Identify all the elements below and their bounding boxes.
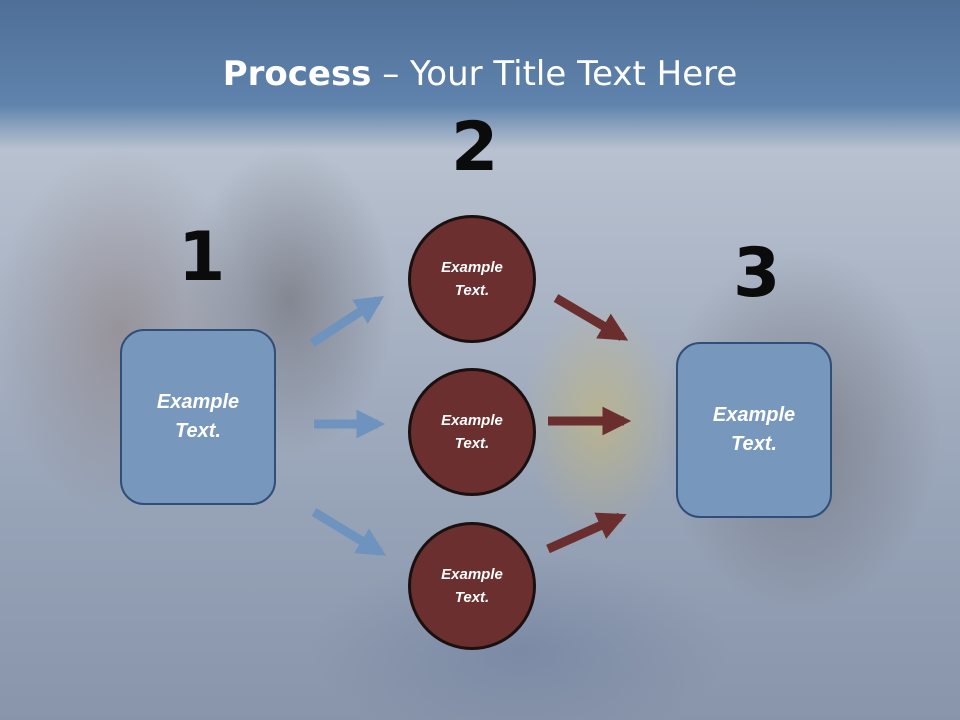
- step-2-circle-bottom[interactable]: Example Text.: [408, 522, 536, 650]
- title-rest: – Your Title Text Here: [371, 54, 738, 94]
- arrow-top-to-3: [553, 294, 629, 341]
- step-2-circle-middle[interactable]: Example Text.: [408, 368, 536, 496]
- step-3-text-line2: Text.: [731, 433, 777, 455]
- step-number-2: 2: [451, 108, 499, 187]
- step-number-1: 1: [178, 218, 226, 297]
- arrow-1-to-top: [309, 296, 385, 347]
- circle-bottom-text-line2: Text.: [454, 589, 490, 606]
- circle-top-text-line2: Text.: [454, 282, 490, 299]
- step-1-text-line1: Example: [156, 391, 240, 413]
- step-number-3: 3: [733, 234, 781, 313]
- title-bold: Process: [222, 54, 372, 94]
- circle-middle-text-line1: Example: [441, 412, 503, 429]
- step-3-text-line1: Example: [712, 404, 796, 426]
- circle-bottom-text-line1: Example: [441, 566, 503, 583]
- step-3-box[interactable]: Example Text.: [676, 342, 832, 518]
- title-band: [0, 0, 960, 150]
- step-1-box[interactable]: Example Text.: [120, 329, 276, 505]
- arrow-bottom-to-3: [546, 512, 627, 554]
- slide-title[interactable]: Process – Your Title Text Here: [0, 54, 960, 94]
- step-2-circle-top[interactable]: Example Text.: [408, 215, 536, 343]
- step-1-text-line2: Text.: [175, 420, 221, 442]
- circle-middle-text-line2: Text.: [454, 435, 490, 452]
- circle-top-text-line1: Example: [441, 259, 503, 276]
- arrow-1-to-bottom: [311, 508, 387, 556]
